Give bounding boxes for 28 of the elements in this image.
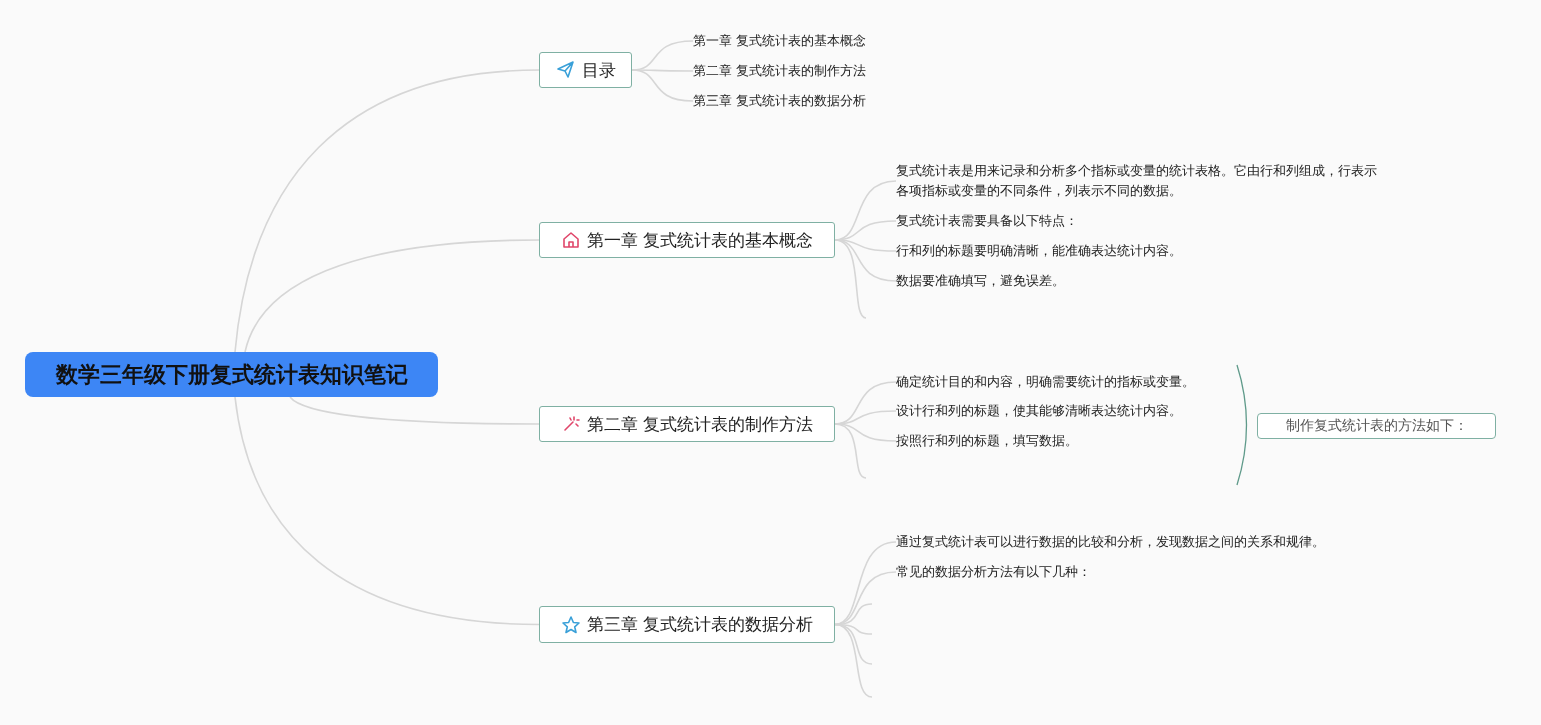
topic-box <box>539 222 835 258</box>
central-topic: 数学三年级下册复式统计表知识笔记 <box>25 352 438 397</box>
branch-line <box>234 396 540 626</box>
branch-line <box>234 69 540 353</box>
subtopic-text: 第一章 复式统计表的基本概念 <box>693 31 893 51</box>
topic-label: 第三章 复式统计表的数据分析 <box>586 613 814 636</box>
branch-line <box>834 541 897 626</box>
subtopic-text: 按照行和列的标题，填写数据。 <box>896 431 1116 451</box>
subtopic-text: 复式统计表需要具备以下特点： <box>896 211 1196 231</box>
topic-label: 目录 <box>581 58 616 82</box>
subtopic-text: 第二章 复式统计表的制作方法 <box>693 61 893 81</box>
subtopic-text: 通过复式统计表可以进行数据的比较和分析，发现数据之间的关系和规律。 <box>896 532 1366 552</box>
summary-box: 制作复式统计表的方法如下： <box>1257 413 1496 439</box>
subtopic-text: 设计行和列的标题，使其能够清晰表达统计内容。 <box>896 401 1216 421</box>
topic-box <box>539 52 632 88</box>
branch-line <box>244 239 540 353</box>
subtopic-text: 数据要准确填写，避免误差。 <box>896 271 1096 291</box>
subtopic-text: 行和列的标题要明确清晰，能准确表达统计内容。 <box>896 241 1216 261</box>
subtopic-text: 确定统计目的和内容，明确需要统计的指标或变量。 <box>896 372 1226 392</box>
subtopic-text: 复式统计表是用来记录和分析多个指标或变量的统计表格。它由行和列组成，行表示各项指标或变量的不同条件，列表示不同的数据。 <box>896 161 1384 201</box>
branch-line <box>289 396 540 425</box>
subtopic-text: 常见的数据分析方法有以下几种： <box>896 562 1156 582</box>
topic-box <box>539 606 835 643</box>
topic-box <box>539 406 835 442</box>
subtopic-text: 第三章 复式统计表的数据分析 <box>693 91 893 111</box>
topic-label: 第二章 复式统计表的制作方法 <box>586 412 814 436</box>
topic-label: 第一章 复式统计表的基本概念 <box>586 228 814 252</box>
branch-line <box>834 623 873 698</box>
